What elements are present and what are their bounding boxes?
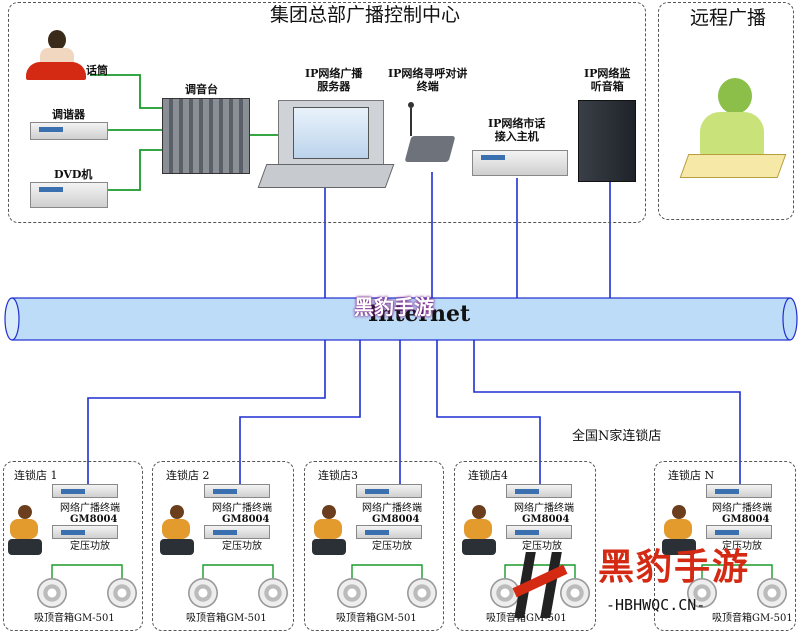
announcer-image [26, 22, 86, 80]
store-terminal-device [706, 484, 772, 498]
store-staff-image [660, 505, 704, 557]
ceiling-speaker [687, 578, 717, 608]
store-amp-label: 定压功放 [70, 541, 110, 552]
server-device [278, 100, 384, 166]
ceiling-speaker [37, 578, 67, 608]
store-speaker-label: 吸顶音箱GM-501 [336, 613, 417, 624]
store-name: 连锁店 2 [166, 469, 210, 482]
store-box [304, 461, 444, 631]
hq-uplinks [324, 172, 611, 298]
monitor-speaker-device [578, 100, 636, 182]
store-terminal-device [506, 484, 572, 498]
store-name: 连锁店4 [468, 469, 508, 482]
watermark-brand: 黑豹手游 [598, 547, 751, 588]
store-staff-image [460, 505, 504, 557]
store-staff-image [310, 505, 354, 557]
store-amp-label: 定压功放 [522, 541, 562, 552]
store-staff-image [6, 505, 50, 557]
hq-box [8, 2, 646, 223]
store-amp-label: 定压功放 [722, 541, 762, 552]
store-amp-device [506, 525, 572, 539]
internet-pipe [4, 297, 798, 341]
store-amp-device [706, 525, 772, 539]
chain-caption: 全国N家连锁店 [572, 429, 662, 444]
dvd-device [30, 182, 108, 208]
tuner-device [30, 122, 108, 140]
ceiling-speaker [757, 578, 787, 608]
server-keyboard [257, 164, 395, 188]
store-box [152, 461, 294, 631]
watermark-top: 黑豹手游 [354, 295, 434, 319]
intercom-label: IP网络寻呼对讲 终端 [388, 67, 468, 93]
watermark-url: -HBHWQC.CN- [606, 596, 706, 614]
store-terminal-device [356, 484, 422, 498]
intercom-stem [410, 108, 412, 136]
store-terminal-model: GM8004 [722, 514, 770, 525]
audio-lines [90, 74, 278, 191]
store-speaker-label: 吸顶音箱GM-501 [186, 613, 267, 624]
remote-title: 远程广播 [690, 7, 767, 29]
store-speaker-label: 吸顶音箱GM-501 [486, 613, 567, 624]
ceiling-speaker [258, 578, 288, 608]
store-speaker-label: 吸顶音箱GM-501 [712, 613, 793, 624]
store-staff-image [158, 505, 202, 557]
dvd-label: DVD机 [54, 168, 93, 181]
remote-box [658, 2, 794, 220]
store-terminal-model: GM8004 [222, 514, 270, 525]
store-amp-label: 定压功放 [372, 541, 412, 552]
store-box [654, 461, 796, 631]
store-terminal-model: GM8004 [70, 514, 118, 525]
store-terminal-label: 网络广播终端 [514, 503, 574, 514]
server-label: IP网络广播 服务器 [305, 67, 363, 93]
store-terminal-label: 网络广播终端 [60, 503, 120, 514]
phone-gateway-label: IP网络市话 接入主机 [488, 117, 546, 143]
store-box [454, 461, 596, 631]
mixer-device [162, 98, 250, 174]
store-terminal-label: 网络广播终端 [712, 503, 772, 514]
phone-gateway-device [472, 150, 568, 176]
remote-operator-image [679, 72, 787, 180]
store-terminal-model: GM8004 [372, 514, 420, 525]
store-speaker-label: 吸顶音箱GM-501 [34, 613, 115, 624]
store-name: 连锁店3 [318, 469, 358, 482]
intercom-device [404, 136, 456, 162]
store-terminal-model: GM8004 [522, 514, 570, 525]
store-terminal-device [204, 484, 270, 498]
mixer-label: 调音台 [185, 83, 218, 96]
intercom-mic [408, 102, 414, 108]
mic-label: 话筒 [86, 64, 108, 77]
store-amp-label: 定压功放 [222, 541, 262, 552]
tuner-label: 调谐器 [52, 108, 85, 121]
store-name: 连锁店 N [668, 469, 715, 482]
monitor-label: IP网络监 听音箱 [584, 67, 631, 93]
store-terminal-label: 网络广播终端 [362, 503, 422, 514]
store-name: 连锁店 1 [14, 469, 58, 482]
ceiling-speaker [337, 578, 367, 608]
ceiling-speaker [188, 578, 218, 608]
store-amp-device [356, 525, 422, 539]
watermark-emblem [512, 548, 570, 618]
internet-label: Internet [368, 301, 471, 327]
ceiling-speaker [560, 578, 590, 608]
store-amp-device [204, 525, 270, 539]
ceiling-speaker [107, 578, 137, 608]
store-terminal-label: 网络广播终端 [212, 503, 272, 514]
hq-title: 集团总部广播控制中心 [270, 4, 461, 26]
store-downlinks [87, 340, 741, 485]
store-box [3, 461, 143, 631]
watermark-logo: 黑豹手游 -HBHWQC.CN- [512, 540, 800, 630]
store-amp-device [52, 525, 118, 539]
store-speaker-lines [51, 564, 773, 586]
store-terminal-device [52, 484, 118, 498]
ceiling-speaker [407, 578, 437, 608]
